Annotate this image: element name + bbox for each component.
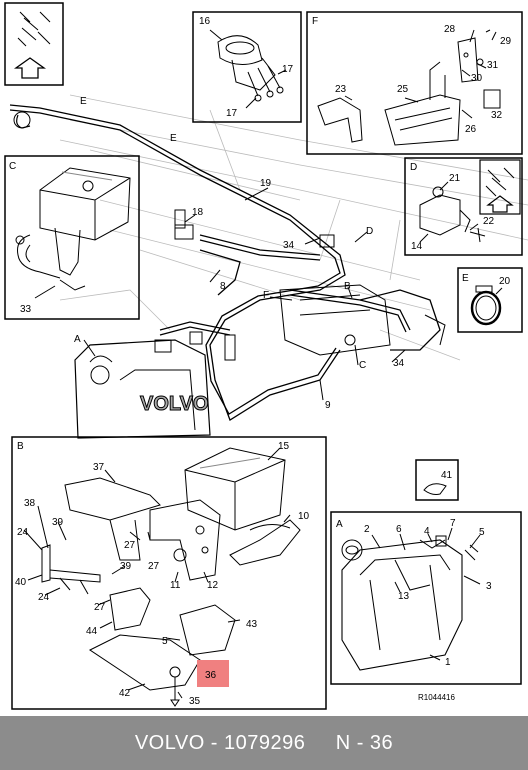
callout-15: 15: [278, 441, 290, 452]
callout-21: 21: [449, 173, 461, 184]
callout-3: 3: [486, 581, 492, 592]
letter-e-main-1: E: [80, 96, 87, 107]
inset-41-frame: [415, 459, 459, 501]
footer-separator: -: [204, 731, 225, 754]
parts-diagram: VOLVO: [4, 2, 528, 710]
callout-13: 13: [398, 591, 410, 602]
callout-26: 26: [465, 124, 477, 135]
callout-24a: 24: [17, 527, 29, 538]
letter-d-main: D: [366, 226, 373, 237]
callout-8: 8: [220, 281, 226, 292]
callout-5: 5: [479, 527, 485, 538]
callout-44: 44: [86, 626, 98, 637]
callout-41: 41: [441, 470, 453, 481]
svg-text:VOLVO: VOLVO: [140, 393, 209, 415]
arrow-pictogram-d: [485, 167, 515, 213]
inset-f-frame: [306, 11, 523, 155]
inset-c-frame: [4, 155, 140, 320]
inset-b-frame: [11, 436, 327, 710]
fuel-lines: [9, 104, 441, 421]
letter-a-main: A: [74, 334, 81, 345]
callout-25: 25: [397, 84, 409, 95]
callout-1: 1: [445, 657, 451, 668]
letter-b-main: B: [344, 281, 351, 292]
inset-d-frame: [404, 157, 523, 256]
callout-7: 7: [450, 518, 456, 529]
canister-assembly-c: [15, 167, 131, 299]
callout-18: 18: [192, 207, 204, 218]
arrow-pictogram-top-left: [13, 11, 51, 79]
callout-32: 32: [491, 110, 503, 121]
callout-28: 28: [444, 24, 456, 35]
inset-a-frame: [330, 511, 522, 685]
highlight-36: [197, 660, 229, 687]
footer-gap: [305, 732, 335, 755]
callout-42: 42: [119, 688, 131, 699]
pump-assembly-16: [209, 29, 287, 109]
bracket-assembly-b: [23, 447, 301, 707]
callout-31: 31: [487, 60, 499, 71]
letter-f-main: F: [263, 290, 269, 301]
callout-27b: 27: [148, 561, 160, 572]
fuel-tank-a: [341, 527, 481, 671]
letter-b-inset: B: [17, 441, 24, 452]
inset-16-17-frame: [192, 11, 302, 123]
callout-30: 30: [471, 73, 483, 84]
callout-36: 36: [205, 670, 217, 681]
callout-17b: 17: [226, 108, 238, 119]
callout-23: 23: [335, 84, 347, 95]
callout-17a: 17: [282, 64, 294, 75]
diagram-reference-code: R1044416: [418, 693, 455, 702]
inset-e-frame: [457, 267, 523, 333]
fuel-cap-main: [90, 365, 110, 385]
callout-38: 38: [24, 498, 36, 509]
clip-41: [423, 483, 447, 495]
callout-27c: 27: [94, 602, 106, 613]
callout-6: 6: [396, 524, 402, 535]
callout-34b: 34: [393, 358, 405, 369]
callout-10: 10: [298, 511, 310, 522]
callout-20: 20: [499, 276, 511, 287]
callout-34a: 34: [283, 240, 295, 251]
fuel-tank-main: [74, 339, 211, 439]
section-letters: E E F C D D E B F A C B A: [9, 16, 469, 530]
letter-c-inset: C: [9, 161, 16, 172]
footer-position-label: N - 36: [335, 731, 394, 754]
inset-arrow-frame: [4, 2, 64, 86]
callout-5b: 5: [162, 636, 168, 647]
callout-11: 11: [170, 580, 181, 591]
callout-16: 16: [199, 16, 211, 27]
hose-clamp-e: [470, 285, 503, 326]
callout-40: 40: [15, 577, 27, 588]
bracket-assembly-f: [317, 29, 501, 146]
callout-37: 37: [93, 462, 105, 473]
letter-a-inset: A: [336, 519, 343, 530]
letter-f-inset: F: [312, 16, 318, 27]
callout-27a: 27: [124, 540, 136, 551]
letter-c-main: C: [359, 360, 366, 371]
callout-4: 4: [424, 526, 430, 537]
callout-12: 12: [207, 580, 219, 591]
chassis-frame: [59, 94, 528, 361]
callouts: 16 17 17 28 29 31 30 23 25 32 26 19 18 3…: [15, 16, 512, 707]
callout-39a: 39: [52, 517, 64, 528]
valve-assembly-d: [419, 181, 486, 243]
letter-d-inset: D: [410, 162, 417, 173]
footer-brand: VOLVO: [134, 731, 205, 754]
callout-22: 22: [483, 216, 495, 227]
callout-19: 19: [260, 178, 272, 189]
callout-39b: 39: [120, 561, 132, 572]
part-number-footer: VOLVO - 1079296 N - 36: [0, 716, 528, 770]
letter-e-inset: E: [462, 273, 469, 284]
letter-e-main-2: E: [170, 133, 177, 144]
footer-part-number: 1079296: [224, 731, 306, 754]
callout-33: 33: [20, 304, 32, 315]
callout-14: 14: [411, 241, 423, 252]
callout-9: 9: [325, 400, 331, 411]
callout-2: 2: [364, 524, 370, 535]
callout-24b: 24: [38, 592, 50, 603]
callout-43: 43: [246, 619, 258, 630]
callout-35: 35: [189, 696, 201, 707]
callout-29: 29: [500, 36, 512, 47]
